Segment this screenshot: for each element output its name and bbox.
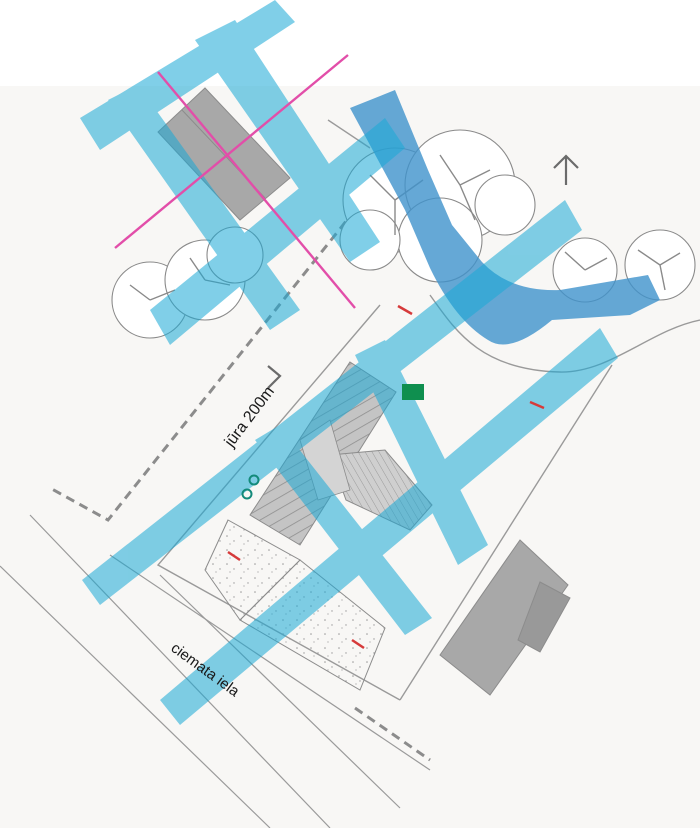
teal-marker [241,488,253,500]
red-marker [529,400,545,410]
paved-areas [204,519,386,691]
dashed-boundaries [49,209,431,762]
red-marker [351,638,365,650]
street-edges [0,514,431,828]
alignment-lines [114,54,356,309]
chevron-right-icon [267,365,282,389]
green-marker [402,384,424,400]
view-axis-bands [80,0,618,725]
red-marker [397,304,413,316]
tree-branches [129,154,681,301]
teal-marker [248,474,260,486]
red-marker [227,550,241,562]
stream [350,90,660,345]
site-markers [227,304,545,650]
building-southeast [439,539,571,696]
